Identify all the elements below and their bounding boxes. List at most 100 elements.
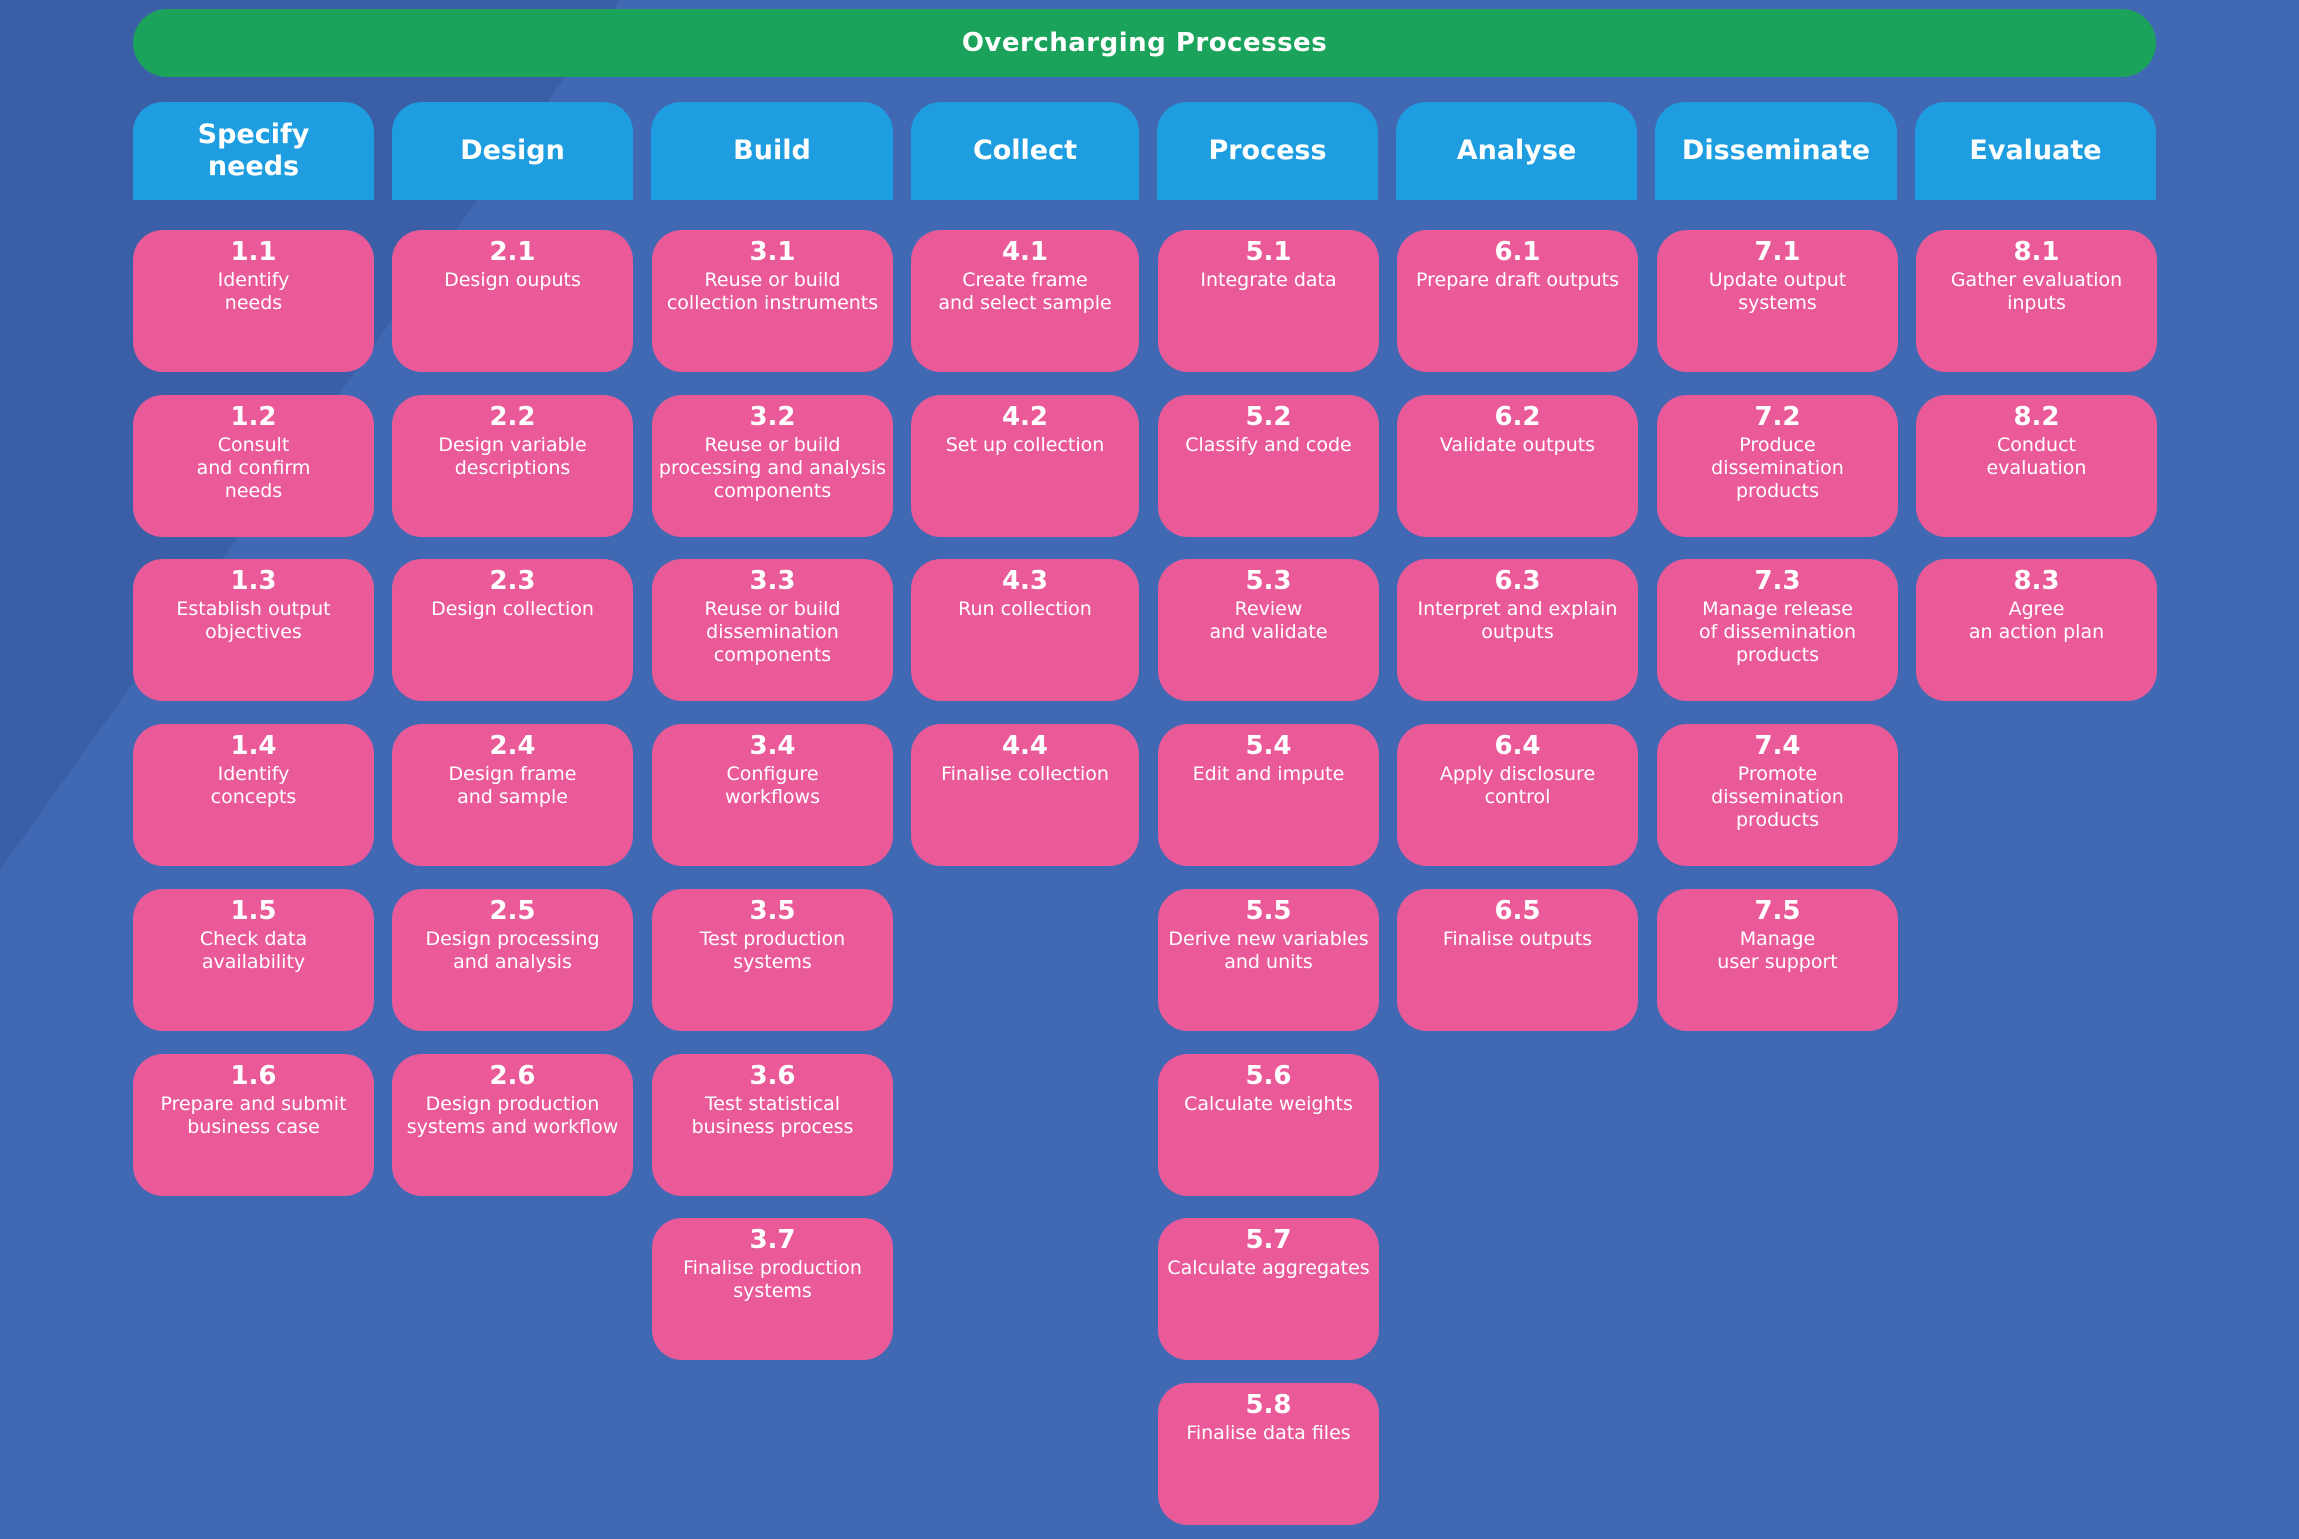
step-number: 1.6 — [230, 1061, 277, 1091]
step-number: 5.7 — [1245, 1225, 1292, 1255]
step-label: Prepare and submit business case — [160, 1093, 347, 1138]
step-number: 4.1 — [1001, 237, 1049, 267]
phase-header: Collect — [911, 102, 1139, 200]
step-number: 7.5 — [1754, 896, 1801, 926]
step-label: Validate outputs — [1439, 434, 1596, 456]
step-number: 2.1 — [489, 237, 536, 267]
phase-header: Analyse — [1396, 102, 1637, 200]
step-label: Produce dissemination products — [1711, 434, 1844, 502]
step-number: 8.1 — [2013, 237, 2060, 267]
step-number: 4.4 — [1001, 731, 1049, 761]
phase-header: Specify needs — [133, 102, 374, 200]
step-number: 6.2 — [1494, 402, 1541, 432]
step-number: 8.2 — [2013, 402, 2060, 432]
step-number: 3.6 — [749, 1061, 796, 1091]
step-label: Gather evaluation inputs — [1950, 269, 2123, 314]
step-label: Conduct evaluation — [1986, 434, 2087, 479]
step-number: 3.7 — [749, 1225, 796, 1255]
step-label: Test production systems — [699, 928, 846, 973]
step-label: Promote dissemination products — [1711, 763, 1844, 831]
diagram-title: Overcharging Processes — [961, 28, 1328, 58]
step-number: 1.5 — [230, 896, 277, 926]
step-label: Design variable descriptions — [438, 434, 587, 479]
step-label: Integrate data — [1200, 269, 1337, 291]
step-label: Test statistical business process — [691, 1093, 854, 1138]
step-label: Design ouputs — [444, 269, 581, 291]
step-number: 7.3 — [1754, 566, 1801, 596]
step-label: Design production systems and workflow — [406, 1093, 619, 1138]
step-number: 6.4 — [1494, 731, 1541, 761]
step-label: Finalise data files — [1186, 1422, 1351, 1444]
step-number: 5.8 — [1245, 1390, 1292, 1420]
step-label: Manage release of dissemination products — [1698, 598, 1857, 666]
step-label: Consult and confirm needs — [196, 434, 311, 502]
step-number: 5.2 — [1245, 402, 1292, 432]
step-label: Reuse or build processing and analysis c… — [658, 434, 887, 502]
step-label: Prepare draft outputs — [1416, 269, 1619, 291]
phase-header: Evaluate — [1915, 102, 2156, 200]
step-label: Finalise production systems — [683, 1257, 862, 1302]
step-number: 3.1 — [749, 237, 796, 267]
step-number: 7.1 — [1754, 237, 1801, 267]
step-label: Identify concepts — [210, 763, 297, 808]
title-banner: Overcharging Processes — [133, 9, 2156, 77]
step-label: Check data availability — [199, 928, 308, 973]
step-label: Agree an action plan — [1968, 598, 2105, 643]
step-number: 8.3 — [2013, 566, 2060, 596]
step-number: 6.3 — [1494, 566, 1541, 596]
step-number: 2.3 — [489, 566, 536, 596]
phase-header: Build — [651, 102, 893, 200]
step-number: 7.2 — [1754, 402, 1801, 432]
step-number: 5.5 — [1245, 896, 1292, 926]
step-label: Calculate weights — [1184, 1093, 1353, 1115]
step-number: 6.1 — [1494, 237, 1541, 267]
step-number: 5.3 — [1245, 566, 1292, 596]
step-number: 5.6 — [1245, 1061, 1292, 1091]
step-label: Design collection — [431, 598, 594, 620]
step-label: Classify and code — [1185, 434, 1352, 456]
step-number: 2.4 — [489, 731, 536, 761]
step-label: Set up collection — [945, 434, 1105, 456]
step-number: 3.5 — [749, 896, 796, 926]
step-label: Derive new variables and units — [1168, 928, 1369, 973]
step-label: Update output systems — [1708, 269, 1847, 314]
step-label: Create frame and select sample — [938, 269, 1112, 314]
step-label: Edit and impute — [1192, 763, 1345, 785]
step-label: Finalise outputs — [1442, 928, 1593, 950]
phase-header: Disseminate — [1655, 102, 1897, 200]
step-label: Finalise collection — [941, 763, 1109, 785]
